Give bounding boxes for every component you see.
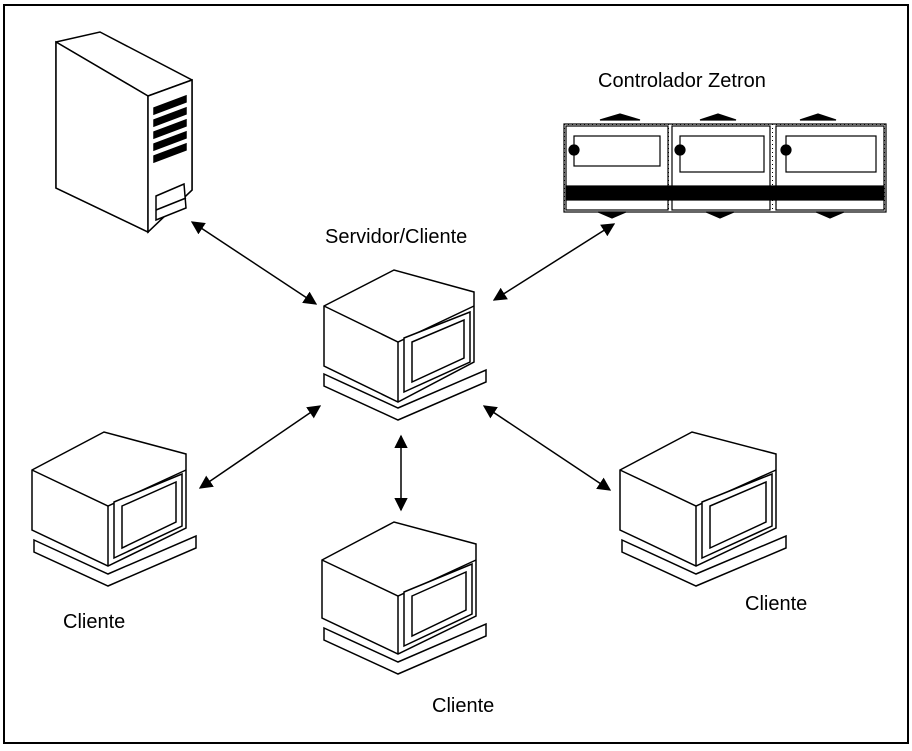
server-client-monitor-icon (323, 269, 487, 421)
zetron-controller-icon (563, 113, 887, 219)
arrow-server-to-center (190, 221, 318, 305)
diagram-frame (3, 4, 909, 744)
client-bottom-label: Cliente (432, 695, 495, 717)
client-right-label: Cliente (745, 593, 808, 615)
client-left-label: Cliente (63, 611, 126, 633)
controller-label: Controlador Zetron (598, 70, 766, 92)
server-tower-icon (55, 31, 193, 234)
arrow-left-client-to-center (198, 405, 322, 489)
client-monitor-left-icon (31, 431, 197, 587)
client-monitor-bottom-icon (321, 521, 487, 675)
arrow-controller-to-center (492, 223, 616, 301)
server-client-label: Servidor/Cliente (325, 226, 468, 248)
arrow-right-client-to-center (482, 405, 612, 491)
client-monitor-right-icon (619, 431, 787, 587)
